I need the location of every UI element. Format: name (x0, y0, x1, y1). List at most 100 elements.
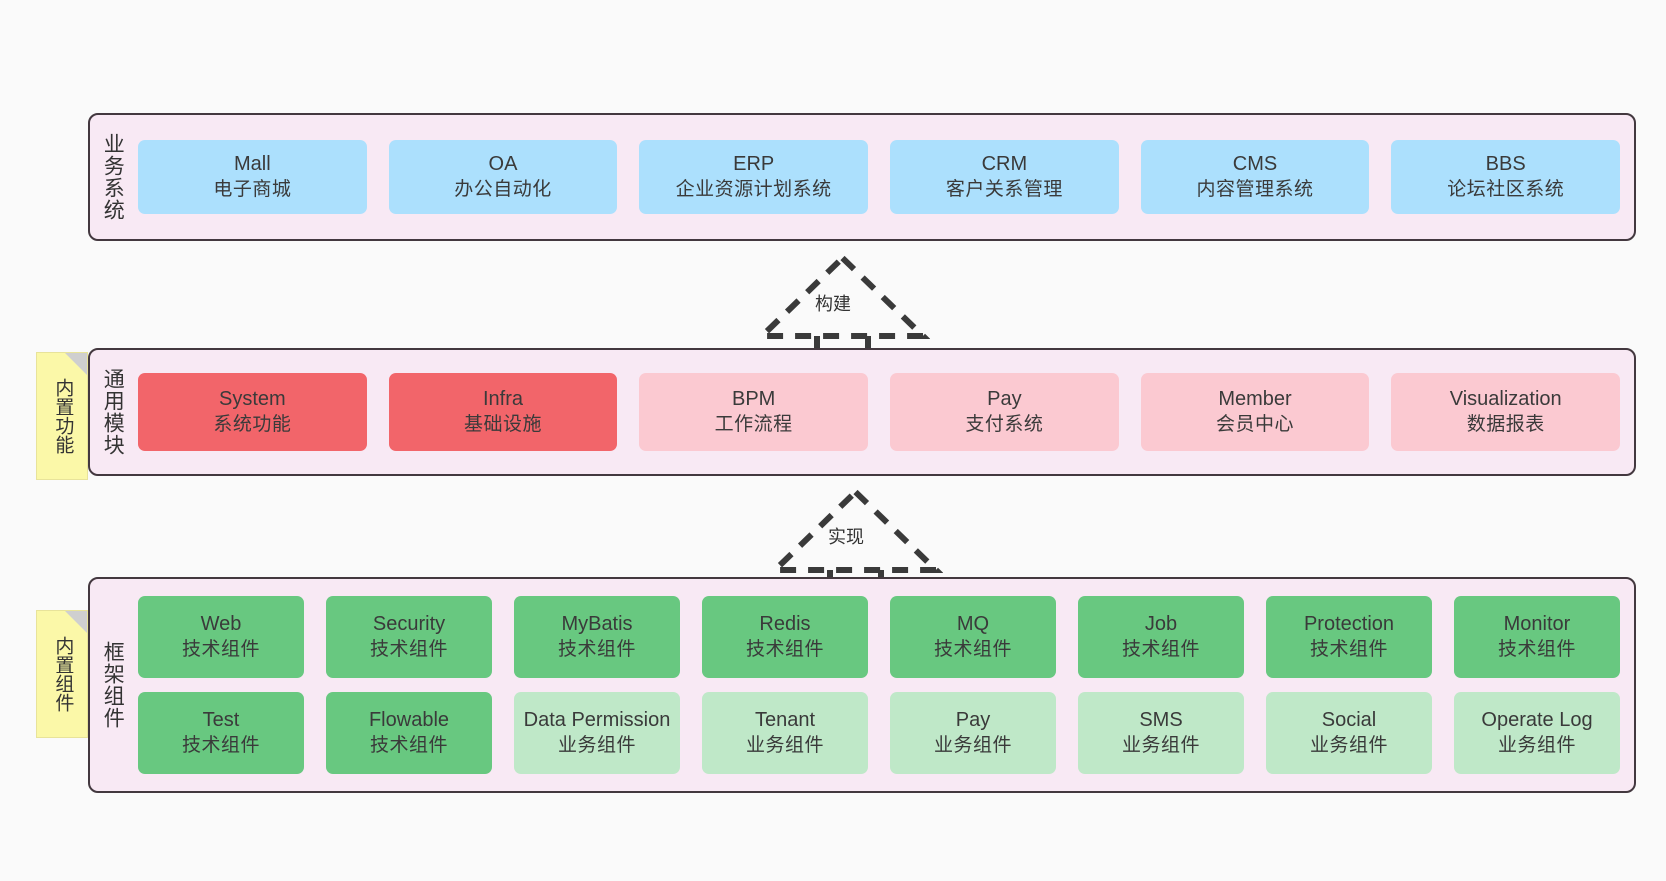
card-sms[interactable]: SMS 业务组件 (1078, 692, 1244, 774)
card-title-cn: 客户关系管理 (945, 178, 1063, 200)
card-title-en: MyBatis (561, 613, 633, 636)
card-mybatis[interactable]: MyBatis 技术组件 (514, 596, 680, 678)
card-title-en: BBS (1485, 153, 1526, 176)
card-erp[interactable]: ERP 企业资源计划系统 (639, 140, 869, 214)
card-title-en: Flowable (368, 709, 450, 732)
card-monitor[interactable]: Monitor 技术组件 (1454, 596, 1620, 678)
card-job[interactable]: Job 技术组件 (1078, 596, 1244, 678)
card-redis[interactable]: Redis 技术组件 (702, 596, 868, 678)
sticky-note-builtin-functions: 内置功能 (36, 352, 88, 480)
card-title-en: Job (1144, 613, 1178, 636)
card-title-cn: 论坛社区系统 (1447, 178, 1565, 200)
card-title-en: Pay (955, 709, 991, 732)
card-title-cn: 技术组件 (181, 734, 260, 756)
card-title-cn: 基础设施 (464, 413, 543, 435)
card-title-cn: 业务组件 (933, 734, 1012, 756)
card-title-cn: 企业资源计划系统 (675, 178, 832, 200)
card-flowable[interactable]: Flowable 技术组件 (326, 692, 492, 774)
card-title-en: Protection (1303, 613, 1395, 636)
framework-card-row-tech: Web 技术组件 Security 技术组件 MyBatis 技术组件 Redi… (138, 596, 1620, 678)
card-title-en: Infra (482, 388, 524, 411)
layer-title-framework: 框架组件 (101, 641, 125, 729)
card-title-cn: 会员中心 (1216, 413, 1295, 435)
layer-body-business: Mall 电子商城 OA 办公自动化 ERP 企业资源计划系统 CRM 客户关系… (134, 115, 1634, 239)
card-title-cn: 系统功能 (213, 413, 292, 435)
framework-card-row-business: Test 技术组件 Flowable 技术组件 Data Permission … (138, 692, 1620, 774)
card-bpm[interactable]: BPM 工作流程 (639, 373, 869, 451)
card-title-cn: 工作流程 (714, 413, 793, 435)
card-title-en: OA (488, 153, 518, 176)
layer-business-systems[interactable]: 业务系统 Mall 电子商城 OA 办公自动化 ERP 企业资源计划系统 CRM… (88, 113, 1636, 241)
common-card-row: System 系统功能 Infra 基础设施 BPM 工作流程 Pay 支付系统… (138, 373, 1621, 451)
card-title-en: ERP (733, 153, 775, 176)
card-title-cn: 数据报表 (1466, 413, 1545, 435)
card-title-en: Redis (759, 613, 811, 636)
card-pay-module[interactable]: Pay 支付系统 (890, 373, 1119, 451)
layer-title-business: 业务系统 (101, 133, 125, 221)
card-title-en: SMS (1139, 709, 1183, 732)
card-title-en: Member (1218, 388, 1292, 411)
card-title-cn: 业务组件 (1497, 734, 1576, 756)
card-visualization[interactable]: Visualization 数据报表 (1391, 373, 1621, 451)
layer-title-common: 通用模块 (101, 368, 125, 456)
card-title-en: BPM (732, 388, 776, 411)
card-infra[interactable]: Infra 基础设施 (388, 373, 618, 451)
card-title-en: Mall (234, 153, 271, 176)
card-title-en: Monitor (1503, 613, 1571, 636)
card-title-en: CMS (1232, 153, 1278, 176)
card-title-cn: 业务组件 (1309, 734, 1388, 756)
card-bbs[interactable]: BBS 论坛社区系统 (1391, 140, 1621, 214)
card-security[interactable]: Security 技术组件 (326, 596, 492, 678)
card-crm[interactable]: CRM 客户关系管理 (890, 140, 1119, 214)
card-title-en: Social (1321, 709, 1377, 732)
card-title-cn: 技术组件 (933, 638, 1012, 660)
card-title-cn: 技术组件 (1497, 638, 1576, 660)
card-oa[interactable]: OA 办公自动化 (388, 140, 618, 214)
card-pay-component[interactable]: Pay 业务组件 (890, 692, 1056, 774)
card-title-en: Web (200, 613, 242, 636)
card-title-cn: 支付系统 (965, 413, 1044, 435)
card-title-cn: 业务组件 (557, 734, 636, 756)
card-title-en: Operate Log (1481, 709, 1593, 732)
card-title-cn: 技术组件 (369, 638, 448, 660)
card-title-cn: 技术组件 (745, 638, 824, 660)
card-mall[interactable]: Mall 电子商城 (138, 140, 367, 214)
business-card-row: Mall 电子商城 OA 办公自动化 ERP 企业资源计划系统 CRM 客户关系… (138, 140, 1621, 214)
card-title-cn: 业务组件 (745, 734, 824, 756)
card-title-cn: 技术组件 (557, 638, 636, 660)
layer-body-framework: Web 技术组件 Security 技术组件 MyBatis 技术组件 Redi… (134, 579, 1634, 791)
layer-common-modules[interactable]: 通用模块 System 系统功能 Infra 基础设施 BPM 工作流程 Pay… (88, 348, 1636, 476)
card-title-cn: 技术组件 (181, 638, 260, 660)
layer-framework-components[interactable]: 框架组件 Web 技术组件 Security 技术组件 MyBatis 技术组件… (88, 577, 1636, 793)
card-title-en: MQ (956, 613, 990, 636)
layer-body-common: System 系统功能 Infra 基础设施 BPM 工作流程 Pay 支付系统… (134, 350, 1634, 474)
card-cms[interactable]: CMS 内容管理系统 (1140, 140, 1370, 214)
card-title-cn: 技术组件 (1309, 638, 1388, 660)
card-mq[interactable]: MQ 技术组件 (890, 596, 1056, 678)
card-web[interactable]: Web 技术组件 (138, 596, 304, 678)
card-title-en: Tenant (754, 709, 816, 732)
card-title-en: Data Permission (523, 709, 671, 732)
card-title-en: Visualization (1449, 388, 1562, 411)
card-data-permission[interactable]: Data Permission 业务组件 (514, 692, 680, 774)
card-title-en: Security (372, 613, 446, 636)
card-test[interactable]: Test 技术组件 (138, 692, 304, 774)
card-title-en: Pay (987, 388, 1022, 411)
card-tenant[interactable]: Tenant 业务组件 (702, 692, 868, 774)
card-operate-log[interactable]: Operate Log 业务组件 (1454, 692, 1620, 774)
card-protection[interactable]: Protection 技术组件 (1266, 596, 1432, 678)
card-social[interactable]: Social 业务组件 (1266, 692, 1432, 774)
card-title-cn: 办公自动化 (454, 178, 552, 200)
card-title-cn: 电子商城 (213, 178, 292, 200)
card-title-cn: 内容管理系统 (1196, 178, 1314, 200)
sticky-note-builtin-components: 内置组件 (36, 610, 88, 738)
card-member[interactable]: Member 会员中心 (1140, 373, 1370, 451)
card-title-en: Test (202, 709, 240, 732)
connector-implement-label: 实现 (828, 527, 864, 547)
card-title-en: CRM (981, 153, 1028, 176)
card-title-en: System (218, 388, 286, 411)
card-title-cn: 业务组件 (1121, 734, 1200, 756)
card-title-cn: 技术组件 (369, 734, 448, 756)
card-system[interactable]: System 系统功能 (138, 373, 367, 451)
